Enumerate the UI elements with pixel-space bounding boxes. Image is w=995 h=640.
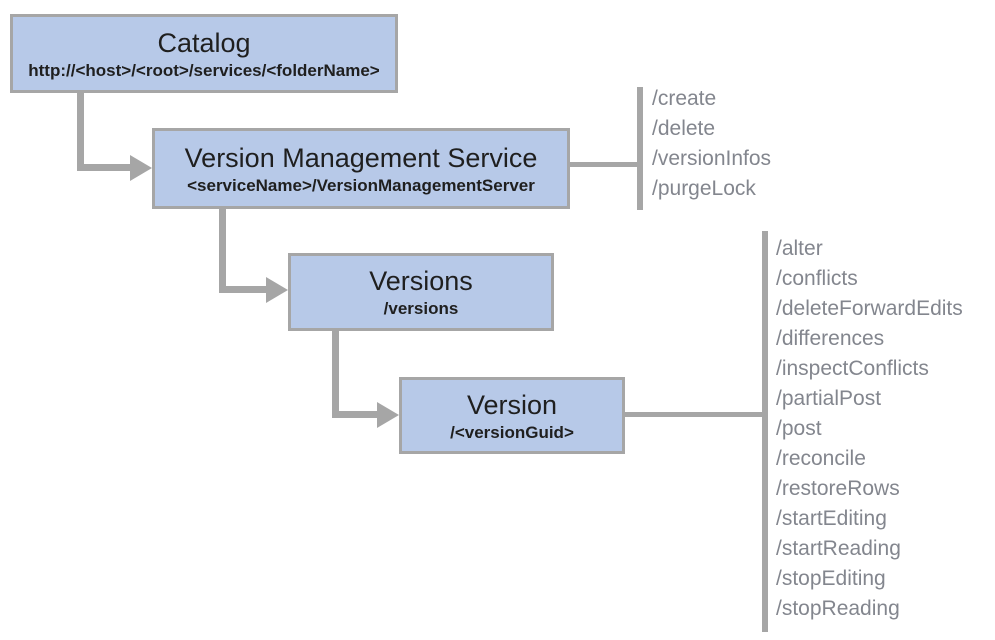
vms-operations-bracket xyxy=(637,87,643,210)
version-operation-item: /post xyxy=(776,417,822,440)
vms-operation-item: /create xyxy=(652,87,717,110)
node-catalog: Catalog http://<host>/<root>/services/<f… xyxy=(10,14,398,93)
version-operation-item: /reconcile xyxy=(776,447,866,470)
version-operation-item: /differences xyxy=(776,327,885,350)
node-versions-title: Versions xyxy=(369,266,473,296)
connector-versions-to-version-vertical xyxy=(332,330,339,418)
version-operation-item: /inspectConflicts xyxy=(776,357,929,380)
connector-catalog-to-vms-vertical xyxy=(77,92,84,171)
node-version-title: Version xyxy=(466,389,558,420)
node-version-management-service: Version Management Service <serviceName>… xyxy=(152,128,570,209)
version-operation-item: /partialPost xyxy=(776,387,882,410)
connector-vms-to-versions-vertical xyxy=(219,208,226,293)
vms-operations-list: /create/delete/versionInfos/purgeLock xyxy=(652,84,771,204)
version-operation-item: /stopReading xyxy=(776,597,900,620)
connector-catalog-to-vms-horizontal xyxy=(77,164,132,171)
vms-operation-item: /purgeLock xyxy=(652,177,756,200)
arrowhead-to-versions-icon xyxy=(266,277,288,303)
version-operation-item: /startReading xyxy=(776,537,901,560)
node-versions: Versions /versions xyxy=(288,253,554,331)
node-vms-title: Version Management Service xyxy=(184,142,538,173)
node-version: Version /<versionGuid> xyxy=(399,377,625,454)
vms-operation-item: /delete xyxy=(652,117,716,140)
connector-version-to-operations xyxy=(625,412,762,417)
node-catalog-url: http://<host>/<root>/services/<folderNam… xyxy=(28,60,380,80)
connector-versions-to-version-horizontal xyxy=(332,411,379,418)
vms-operation-item: /versionInfos xyxy=(652,147,772,170)
version-operation-item: /startEditing xyxy=(776,507,887,530)
node-vms-url: <serviceName>/VersionManagementServer xyxy=(187,175,535,195)
node-catalog-title: Catalog xyxy=(157,27,251,58)
node-versions-url: /versions xyxy=(383,299,459,318)
connector-vms-to-operations xyxy=(570,162,637,167)
node-version-url: /<versionGuid> xyxy=(450,422,574,442)
arrowhead-to-vms-icon xyxy=(130,155,152,181)
arrowhead-to-version-icon xyxy=(377,402,399,428)
version-operation-item: /conflicts xyxy=(776,267,858,290)
version-operation-item: /stopEditing xyxy=(776,567,886,590)
version-operations-bracket xyxy=(762,231,768,632)
version-operation-item: /restoreRows xyxy=(776,477,900,500)
connector-vms-to-versions-horizontal xyxy=(219,286,268,293)
version-operation-item: /alter xyxy=(776,237,823,260)
version-operations-list: /alter/conflicts/deleteForwardEdits/diff… xyxy=(776,234,963,624)
version-operation-item: /deleteForwardEdits xyxy=(776,297,963,320)
